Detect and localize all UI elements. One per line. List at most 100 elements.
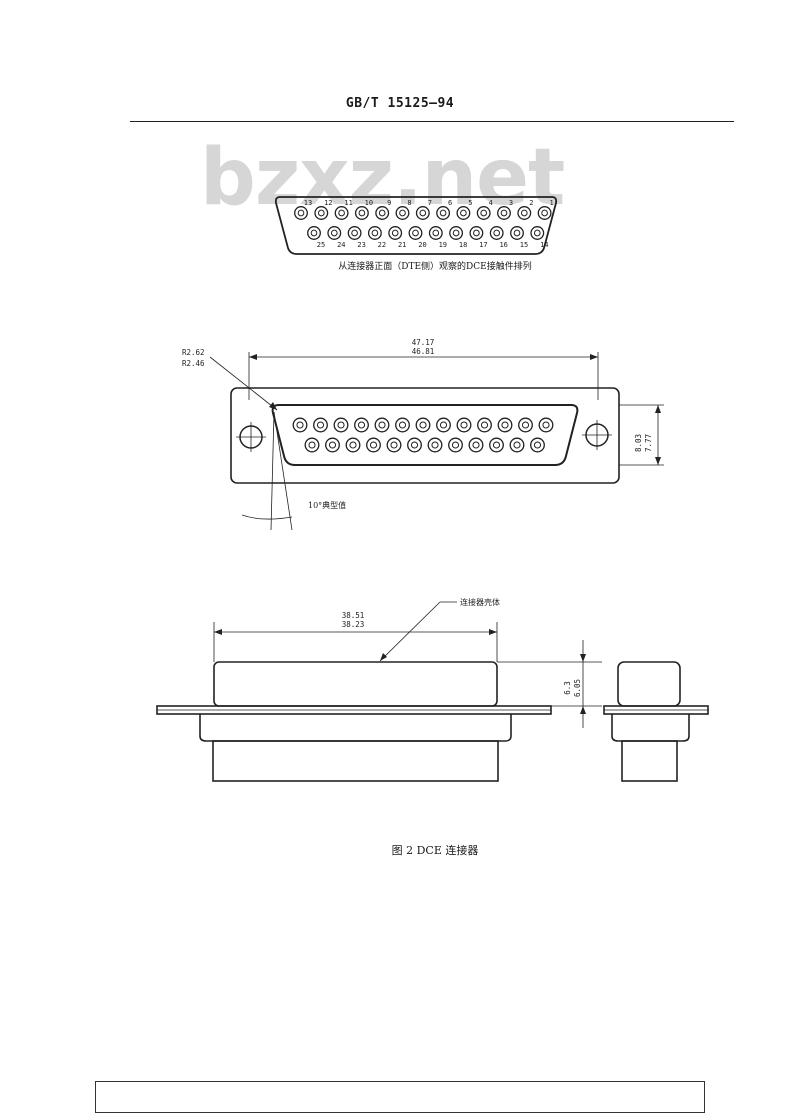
face-pin-number-5: 5 bbox=[468, 199, 472, 207]
front-pin-23-contact bbox=[349, 441, 357, 449]
face-pin-number-1: 1 bbox=[549, 199, 553, 207]
front-pin-15 bbox=[509, 437, 525, 453]
face-pin-25 bbox=[307, 226, 321, 240]
face-pin-18-contact bbox=[452, 229, 460, 237]
face-pin-24-contact bbox=[330, 229, 338, 237]
face-view-shell bbox=[274, 196, 558, 255]
front-pin-19-contact bbox=[431, 441, 439, 449]
face-pin-22-contact bbox=[371, 229, 379, 237]
front-pin-1 bbox=[538, 417, 554, 433]
face-pin-19 bbox=[428, 226, 443, 240]
front-pin-7-contact bbox=[419, 421, 427, 429]
face-pin-number-17: 17 bbox=[479, 241, 487, 249]
height-min-label: 7.77 bbox=[644, 434, 653, 452]
front-pin-17 bbox=[468, 437, 484, 453]
face-pin-12-contact bbox=[317, 209, 325, 217]
face-pin-16-contact bbox=[493, 229, 501, 237]
side-view-rear-block bbox=[212, 740, 499, 782]
front-pin-4-contact bbox=[480, 421, 489, 429]
face-pin-number-18: 18 bbox=[459, 241, 467, 249]
front-pin-18 bbox=[448, 437, 463, 453]
face-pin-23 bbox=[347, 226, 362, 240]
front-pin-9-contact bbox=[378, 421, 386, 429]
face-pin-number-13: 13 bbox=[304, 199, 312, 207]
face-pin-11 bbox=[334, 206, 349, 220]
figure-caption: 图 2 DCE 连接器 bbox=[391, 844, 479, 857]
side-view bbox=[156, 601, 709, 782]
front-pin-6-contact bbox=[439, 421, 448, 429]
front-pin-16-contact bbox=[492, 441, 501, 449]
face-pin-number-15: 15 bbox=[520, 241, 528, 249]
front-pin-11 bbox=[333, 417, 349, 433]
front-pin-12-contact bbox=[316, 421, 325, 429]
front-pin-2-contact bbox=[521, 421, 530, 429]
face-pin-number-3: 3 bbox=[509, 199, 513, 207]
document-code: GB/T 15125—94 bbox=[345, 96, 455, 111]
end-view-shell bbox=[617, 661, 681, 707]
front-pin-16 bbox=[489, 437, 504, 453]
end-view-rear-body bbox=[611, 714, 690, 742]
face-pin-16 bbox=[489, 226, 504, 240]
face-pin-number-19: 19 bbox=[439, 241, 447, 249]
front-pin-18-contact bbox=[451, 441, 460, 449]
front-view-pins-bottom bbox=[304, 437, 545, 453]
front-pin-12 bbox=[313, 417, 328, 433]
front-pin-21 bbox=[386, 437, 402, 453]
front-pin-20-contact bbox=[410, 441, 419, 449]
front-pin-8 bbox=[395, 417, 410, 433]
front-pin-15-contact bbox=[513, 441, 521, 449]
face-pin-22 bbox=[367, 226, 382, 240]
face-pin-number-20: 20 bbox=[418, 241, 426, 249]
face-pin-13 bbox=[294, 206, 308, 220]
front-pin-5 bbox=[456, 417, 472, 433]
side-height-min-label: 6.05 bbox=[573, 679, 582, 697]
face-pin-number-24: 24 bbox=[337, 241, 345, 249]
page-footer-frame bbox=[95, 1081, 705, 1113]
face-view-caption: 从连接器正面（DTE侧）观察的DCE接触件排列 bbox=[338, 262, 532, 272]
front-pin-3 bbox=[497, 417, 513, 433]
face-pin-number-23: 23 bbox=[357, 241, 365, 249]
face-pin-1 bbox=[537, 206, 552, 220]
face-pin-2-contact bbox=[520, 209, 528, 217]
front-pin-2 bbox=[518, 417, 533, 433]
front-pin-13-contact bbox=[296, 421, 304, 429]
face-view-pins-bottom bbox=[307, 226, 545, 240]
face-view-pins-top bbox=[294, 206, 552, 220]
side-view-rear-body bbox=[199, 714, 512, 742]
face-pin-3-contact bbox=[500, 209, 508, 217]
face-pin-19-contact bbox=[432, 229, 440, 237]
front-pin-19 bbox=[427, 437, 443, 453]
face-pin-9 bbox=[375, 206, 390, 220]
face-pin-number-12: 12 bbox=[324, 199, 332, 207]
front-pin-25 bbox=[304, 437, 320, 453]
front-pin-25-contact bbox=[308, 441, 316, 449]
width-min-label: 46.81 bbox=[412, 347, 435, 356]
face-pin-21-contact bbox=[391, 229, 399, 237]
front-pin-22-contact bbox=[369, 441, 378, 449]
face-pin-4-contact bbox=[480, 209, 488, 217]
face-pin-8 bbox=[395, 206, 410, 220]
front-pin-9 bbox=[374, 417, 390, 433]
front-pin-10 bbox=[354, 417, 369, 433]
face-pin-5 bbox=[456, 206, 471, 220]
face-pin-6-contact bbox=[439, 209, 447, 217]
front-pin-5-contact bbox=[460, 421, 468, 429]
face-pin-24 bbox=[327, 226, 342, 240]
end-view-rear-block bbox=[621, 740, 678, 782]
front-pin-8-contact bbox=[398, 421, 407, 429]
front-pin-24 bbox=[325, 437, 340, 453]
face-pin-number-22: 22 bbox=[378, 241, 386, 249]
face-pin-number-7: 7 bbox=[428, 199, 432, 207]
face-pin-number-9: 9 bbox=[387, 199, 391, 207]
side-height-max-label: 6.3 bbox=[563, 681, 572, 695]
face-pin-4 bbox=[476, 206, 491, 220]
front-pin-14 bbox=[530, 437, 545, 453]
shell-width-max-label: 38.51 bbox=[342, 611, 365, 620]
face-pin-3 bbox=[497, 206, 511, 220]
front-view-pins-top bbox=[292, 417, 554, 433]
face-pin-17 bbox=[469, 226, 484, 240]
face-pin-15 bbox=[510, 226, 524, 240]
front-pin-4 bbox=[477, 417, 492, 433]
